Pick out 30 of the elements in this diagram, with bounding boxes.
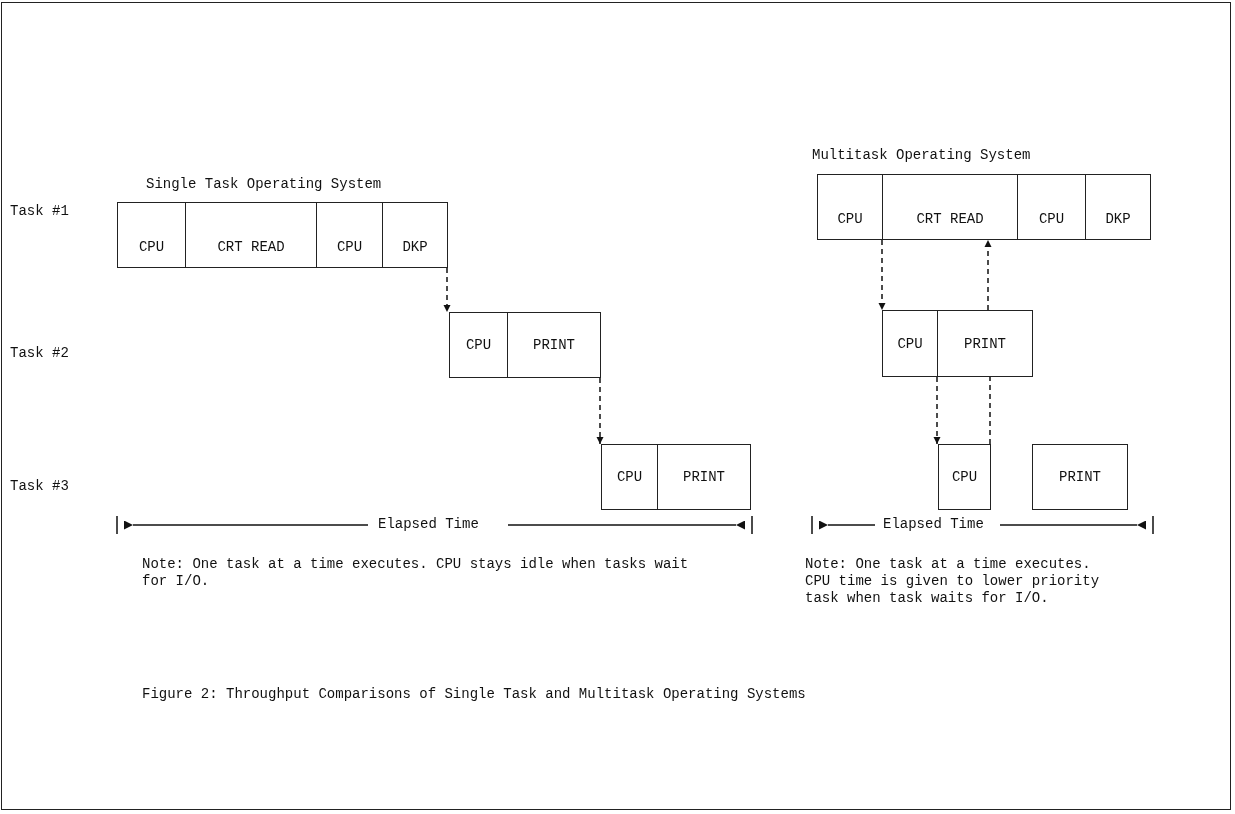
time-segment: DKP: [1085, 174, 1151, 240]
time-segment: PRINT: [657, 444, 751, 510]
time-segment: CPU: [601, 444, 658, 510]
time-segment: CPU: [117, 202, 186, 268]
figure-caption: Figure 2: Throughput Comparisons of Single Task and Multitask Operating Systems: [142, 686, 806, 702]
time-segment: CPU: [817, 174, 883, 240]
time-segment: PRINT: [937, 310, 1033, 377]
time-segment: CPU: [449, 312, 508, 378]
time-segment: DKP: [382, 202, 448, 268]
time-segment: CPU: [316, 202, 383, 268]
time-segment: CRT READ: [882, 174, 1018, 240]
row-label: Task #2: [10, 345, 69, 361]
time-segment: PRINT: [1032, 444, 1128, 510]
note-text: Note: One task at a time executes. CPU stays idle when tasks wait for I/O.: [142, 556, 690, 590]
dimension-label: Elapsed Time: [378, 516, 479, 532]
time-segment: CPU: [938, 444, 991, 510]
dashed-arrow: [878, 239, 886, 311]
row-label: Task #3: [10, 478, 69, 494]
section-heading: Single Task Operating System: [146, 176, 382, 192]
time-segment: CPU: [1017, 174, 1086, 240]
dashed-arrow: [933, 376, 941, 445]
time-segment: CPU: [882, 310, 938, 377]
dashed-arrow: [443, 267, 451, 313]
row-label: Task #1: [10, 203, 69, 219]
dashed-arrow: [596, 377, 604, 445]
note-text: Note: One task at a time executes. CPU time is given to lower priority task when task waits for I/O.: [805, 556, 1101, 607]
time-segment: PRINT: [507, 312, 601, 378]
section-heading: Multitask Operating System: [812, 147, 1031, 163]
dashed-arrow: [984, 239, 992, 311]
time-segment: CRT READ: [185, 202, 317, 268]
